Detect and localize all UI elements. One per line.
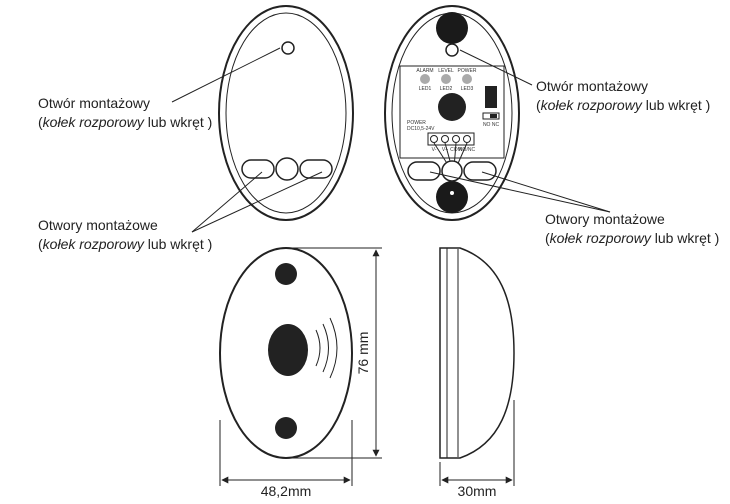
- led2-name: LED2: [440, 86, 453, 92]
- housing-inner: [225, 12, 347, 214]
- label-left-holes-title: Otwory montażowe: [38, 217, 158, 233]
- no-nc-switch-knob: [490, 114, 497, 118]
- power-label: POWER: [407, 120, 426, 126]
- dim-width-label: 48,2mm: [261, 483, 312, 499]
- signal-wave-3: [329, 317, 338, 379]
- magnet-bottom-dot: [450, 191, 454, 195]
- label-left-hole-note: (kołek rozporowy lub wkręt ): [38, 114, 212, 130]
- led2-label: LEVEL: [438, 68, 454, 74]
- mounting-hole-top: [281, 41, 295, 55]
- terminal-screw-1: [430, 135, 438, 143]
- side-view: [439, 247, 515, 459]
- side-component: [485, 86, 497, 108]
- front-view: [219, 247, 353, 459]
- mounting-hole-top-open: [445, 43, 459, 57]
- leader-left-slot-1: [191, 171, 263, 233]
- led3-icon: [462, 74, 472, 84]
- led1-icon: [420, 74, 430, 84]
- terminal-label-4: NO/NC: [459, 147, 476, 153]
- terminal-screw-4: [463, 135, 471, 143]
- sensor-element: [438, 93, 466, 121]
- led3-name: LED3: [461, 86, 474, 92]
- signal-wave-2: [322, 323, 329, 373]
- signal-wave-1: [315, 329, 321, 367]
- leader-left-slot-2: [191, 171, 323, 233]
- open-view-right: ALARM LED1 LEVEL LED2 POWER LED3 NO NC P…: [384, 5, 520, 221]
- power-voltage: DC10,5-24V: [407, 126, 435, 132]
- led2-icon: [441, 74, 451, 84]
- switch-label: NO NC: [483, 122, 500, 128]
- reader-area: [268, 324, 308, 376]
- mounting-slot-right-open: [463, 161, 497, 181]
- front-screw-top: [275, 263, 297, 285]
- terminal-label-1: V-: [432, 147, 437, 153]
- label-left-hole-title: Otwór montażowy: [38, 95, 150, 111]
- magnet-bottom: [436, 181, 468, 213]
- back-view-left: [218, 5, 354, 221]
- leader-left-hole: [171, 47, 281, 103]
- label-right-holes-title: Otwory montażowe: [545, 211, 665, 227]
- mounting-slot-left: [241, 159, 275, 179]
- label-right-hole-title: Otwór montażowy: [536, 78, 648, 94]
- terminal-label-2: V+: [442, 147, 448, 153]
- front-screw-bottom: [275, 417, 297, 439]
- terminal-screw-3: [452, 135, 460, 143]
- terminal-screw-2: [441, 135, 449, 143]
- label-right-hole-note: (kołek rozporowy lub wkręt ): [536, 97, 710, 113]
- terminal-block: [427, 132, 475, 146]
- center-hole: [275, 157, 299, 181]
- dim-height-label: 76 mm: [355, 332, 371, 375]
- dim-depth-label: 30mm: [458, 483, 497, 499]
- leader-right-slot-1: [429, 171, 611, 213]
- side-profile: [439, 247, 515, 459]
- housing-outer: [218, 5, 354, 221]
- led1-label: ALARM: [416, 68, 433, 74]
- label-right-holes-note: (kołek rozporowy lub wkręt ): [545, 230, 719, 246]
- terminal-label-3: COM: [450, 147, 462, 153]
- label-left-holes-note: (kołek rozporowy lub wkręt ): [38, 236, 212, 252]
- mounting-slot-right: [299, 159, 333, 179]
- magnet-top: [436, 12, 468, 44]
- mounting-slot-left-open: [407, 161, 441, 181]
- led3-label: POWER: [458, 68, 477, 74]
- led1-name: LED1: [419, 86, 432, 92]
- leader-right-hole: [459, 49, 533, 86]
- leader-right-slot-2: [481, 171, 611, 213]
